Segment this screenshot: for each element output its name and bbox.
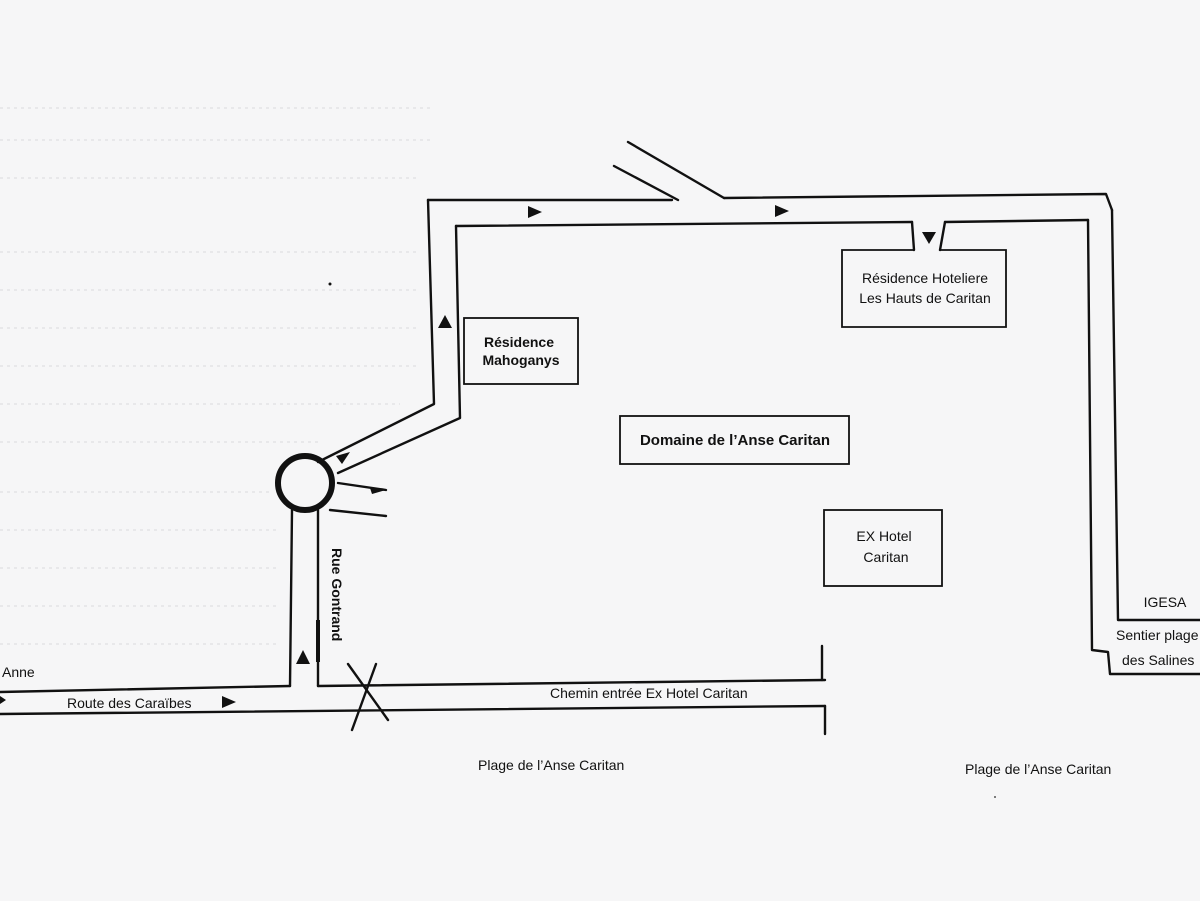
residence-hoteliere-label-1: Résidence Hoteliere bbox=[862, 270, 988, 286]
connector-road-north bbox=[316, 198, 462, 475]
domaine-box: Domaine de l’Anse Caritan bbox=[619, 415, 850, 465]
sentier-label-2: des Salines bbox=[1122, 652, 1194, 668]
plage-anse-caritan-label-1: Plage de l’Anse Caritan bbox=[478, 757, 624, 773]
top-road bbox=[426, 140, 1114, 252]
right-vertical-road bbox=[1086, 208, 1200, 676]
arrow-right-icon bbox=[0, 696, 6, 704]
igesa-label: IGESA bbox=[1144, 594, 1187, 610]
arrow-up-icon bbox=[296, 650, 310, 664]
rue-gontrand-road bbox=[288, 508, 320, 688]
route-des-caraibes-label: Route des Caraïbes bbox=[67, 695, 192, 711]
arrow-right-icon bbox=[222, 696, 236, 708]
sainte-anne-road-label: Anne bbox=[2, 664, 35, 680]
chemin-entree-label: Chemin entrée Ex Hotel Caritan bbox=[550, 685, 748, 701]
ex-hotel-label-1: EX Hotel bbox=[856, 528, 911, 544]
plage-anse-caritan-label-2: Plage de l’Anse Caritan bbox=[965, 761, 1111, 777]
route-des-caraibes-road bbox=[0, 644, 827, 736]
residence-hoteliere-box: Résidence Hoteliere Les Hauts de Caritan bbox=[841, 249, 1007, 328]
arrow-right-icon bbox=[528, 206, 542, 218]
residence-mahoganys-box: Résidence Mahoganys bbox=[463, 317, 579, 385]
arrow-up-icon bbox=[438, 315, 452, 328]
residence-mahoganys-label-1: Résidence bbox=[484, 334, 554, 350]
arrow-down-icon bbox=[922, 232, 936, 244]
arrow-right-icon bbox=[775, 205, 789, 217]
domaine-label: Domaine de l’Anse Caritan bbox=[640, 432, 830, 449]
residence-mahoganys-label-2: Mahoganys bbox=[482, 352, 559, 368]
roundabout bbox=[275, 453, 388, 518]
paper-lines bbox=[0, 107, 430, 645]
sentier-label-1: Sentier plage bbox=[1116, 627, 1199, 643]
ex-hotel-box: EX Hotel Caritan bbox=[823, 509, 943, 587]
ex-hotel-label-2: Caritan bbox=[863, 549, 908, 565]
closed-road-cross-mark bbox=[346, 662, 390, 732]
rue-gontrand-label: Rue Gontrand bbox=[329, 548, 345, 641]
arrow-down-left-icon bbox=[336, 452, 350, 464]
residence-hoteliere-label-2: Les Hauts de Caritan bbox=[859, 290, 991, 306]
direction-arrow-icons bbox=[0, 205, 936, 708]
